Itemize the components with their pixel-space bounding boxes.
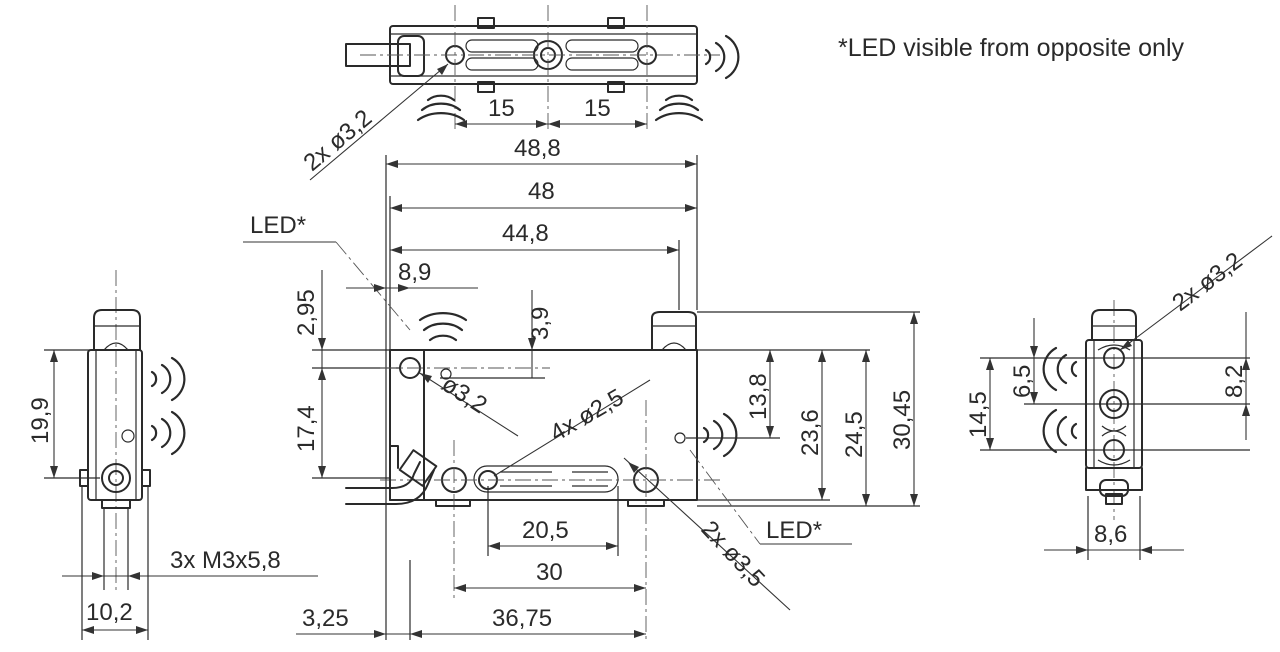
top-view-wave-right-icon — [654, 94, 704, 122]
dim-body-length: 48 — [528, 178, 555, 205]
dim-left-offset: 3,25 — [302, 605, 349, 632]
right-view-wave-bottom-icon — [1042, 408, 1078, 454]
dim-slot-spacing: 20,5 — [522, 517, 569, 544]
dim-top-offset: 2,95 — [293, 289, 320, 336]
front-view: 48,8 48 44,8 LED* 8,9 2,95 17,4 3,9 — [243, 135, 920, 640]
dim-inner-length: 44,8 — [502, 220, 549, 247]
dim-width: 10,2 — [86, 599, 133, 626]
dim-led-offset: 8,9 — [398, 259, 431, 286]
dim-thread: 3x M3x5,8 — [170, 547, 281, 574]
led-label-top: LED* — [250, 212, 306, 239]
top-pitch-right: 15 — [584, 95, 611, 122]
dim-overall-height: 30,45 — [889, 390, 916, 450]
front-view-body — [389, 349, 698, 501]
top-view-wave-left-icon — [416, 94, 466, 122]
dim-left-height: 19,9 — [27, 397, 54, 444]
dim-slot-holes: 4x ø2,5 — [546, 384, 629, 447]
top-view-sensor-wave-icon — [704, 34, 740, 80]
right-dim-c: 8,2 — [1221, 365, 1248, 398]
right-dim-width: 8,6 — [1094, 521, 1127, 548]
visibility-note: *LED visible from opposite only — [838, 34, 1184, 62]
front-right-wave-icon — [702, 412, 738, 458]
dim-led-height: 3,9 — [527, 307, 554, 340]
right-side-view: 2x ø3,2 6,5 14,5 8,2 8,6 — [965, 235, 1273, 560]
right-dim-a: 6,5 — [1009, 365, 1036, 398]
right-holes-label: 2x ø3,2 — [1167, 247, 1247, 317]
dim-height-a: 23,6 — [797, 409, 824, 456]
dim-base-length: 36,75 — [492, 605, 552, 632]
left-view-wave-bottom-icon — [150, 410, 186, 456]
dim-hole-spacing: 30 — [536, 559, 563, 586]
dim-left-height: 17,4 — [293, 405, 320, 452]
right-view-wave-top-icon — [1042, 346, 1078, 392]
dim-right-led-height: 13,8 — [745, 373, 772, 420]
left-view-hole — [101, 463, 131, 493]
front-sensor-wave-icon — [418, 312, 468, 342]
led-label-bottom: LED* — [766, 517, 822, 544]
left-side-view: 19,9 3x M3x5,8 10,2 — [27, 270, 318, 640]
top-pitch-left: 15 — [488, 95, 515, 122]
top-holes-label: 2x ø3,2 — [299, 104, 378, 176]
right-dim-b: 14,5 — [965, 391, 992, 438]
dim-bottom-holes: 2x ø3,5 — [696, 516, 770, 593]
front-view-cable — [345, 461, 435, 505]
dim-height-b: 24,5 — [841, 411, 868, 458]
dim-overall-length: 48,8 — [514, 135, 561, 162]
left-view-wave-top-icon — [150, 356, 186, 402]
